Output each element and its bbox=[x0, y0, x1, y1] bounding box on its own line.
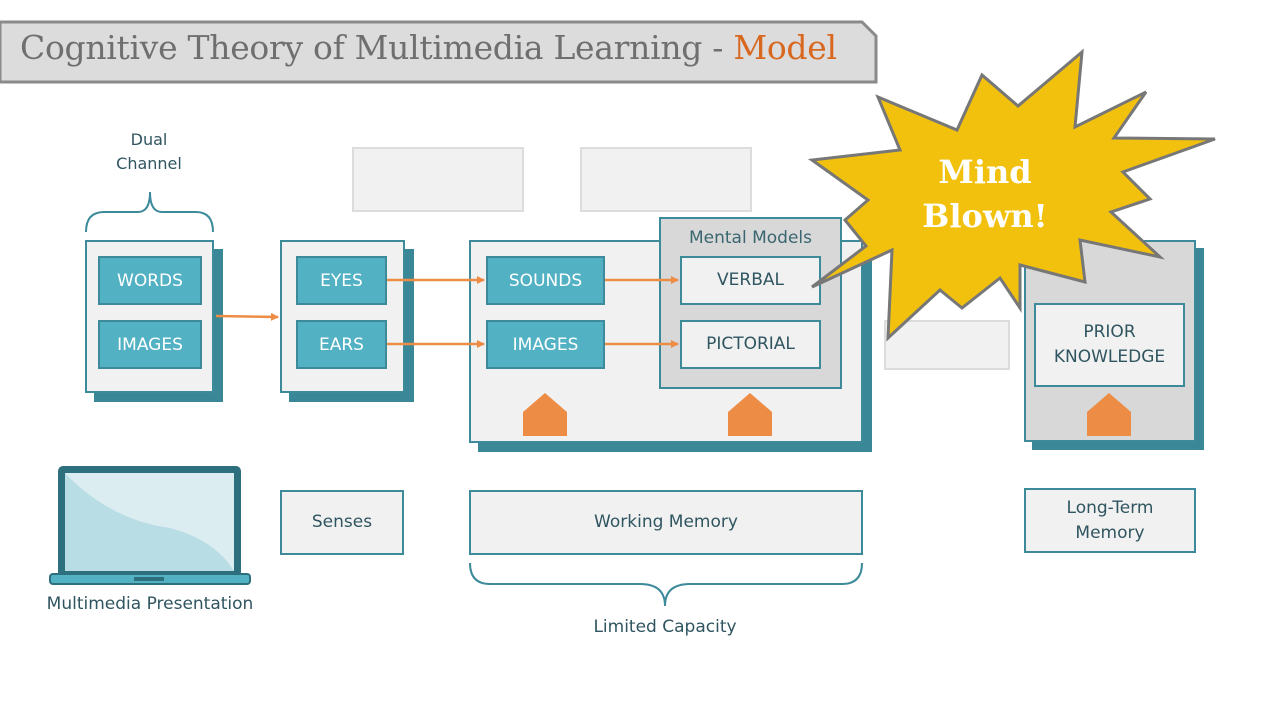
mental-models-label: Mental Models bbox=[688, 228, 812, 248]
laptop-icon bbox=[49, 466, 251, 585]
placeholder-box-3 bbox=[884, 320, 1010, 370]
eyes-box: EYES bbox=[296, 256, 387, 305]
prior-knowledge-line2: KNOWLEDGE bbox=[1053, 347, 1166, 367]
limited-capacity-label: Limited Capacity bbox=[593, 617, 737, 637]
prior-knowledge-line1: PRIOR bbox=[1083, 322, 1136, 342]
page-title: Cognitive Theory of Multimedia Learning … bbox=[20, 28, 837, 67]
burst-line2: Blown! bbox=[922, 197, 1048, 235]
ears-box: EARS bbox=[296, 320, 387, 369]
dual-channel-brace bbox=[85, 191, 214, 233]
mind-blown-text: Mind Blown! bbox=[880, 150, 1090, 238]
limited-capacity-brace bbox=[469, 562, 863, 607]
images-box-working: IMAGES bbox=[486, 320, 605, 369]
working-memory-caption-box: Working Memory bbox=[469, 490, 863, 555]
long-term-memory-caption-box: Long-Term Memory bbox=[1024, 488, 1196, 553]
arrow-presentation-to-senses bbox=[215, 312, 279, 321]
verbal-box: VERBAL bbox=[680, 256, 821, 305]
multimedia-presentation-caption: Multimedia Presentation bbox=[46, 594, 254, 614]
ltm-caption-line2: Memory bbox=[1075, 522, 1145, 543]
dual-channel-line2: Channel bbox=[116, 154, 182, 173]
dual-channel-line1: Dual bbox=[130, 130, 168, 149]
ltm-caption-line1: Long-Term bbox=[1066, 497, 1154, 518]
title-banner: Cognitive Theory of Multimedia Learning … bbox=[0, 20, 878, 84]
words-box: WORDS bbox=[98, 256, 202, 305]
sounds-box: SOUNDS bbox=[486, 256, 605, 305]
dual-channel-label: Dual Channel bbox=[99, 128, 199, 176]
placeholder-box-1 bbox=[352, 147, 524, 212]
title-main: Cognitive Theory of Multimedia Learning … bbox=[20, 28, 734, 67]
pictorial-box: PICTORIAL bbox=[680, 320, 821, 369]
title-accent: Model bbox=[733, 28, 837, 67]
senses-caption-box: Senses bbox=[280, 490, 404, 555]
burst-line1: Mind bbox=[938, 153, 1032, 191]
placeholder-box-2 bbox=[580, 147, 752, 212]
prior-knowledge-box: PRIOR KNOWLEDGE bbox=[1034, 303, 1185, 387]
images-box-presentation: IMAGES bbox=[98, 320, 202, 369]
